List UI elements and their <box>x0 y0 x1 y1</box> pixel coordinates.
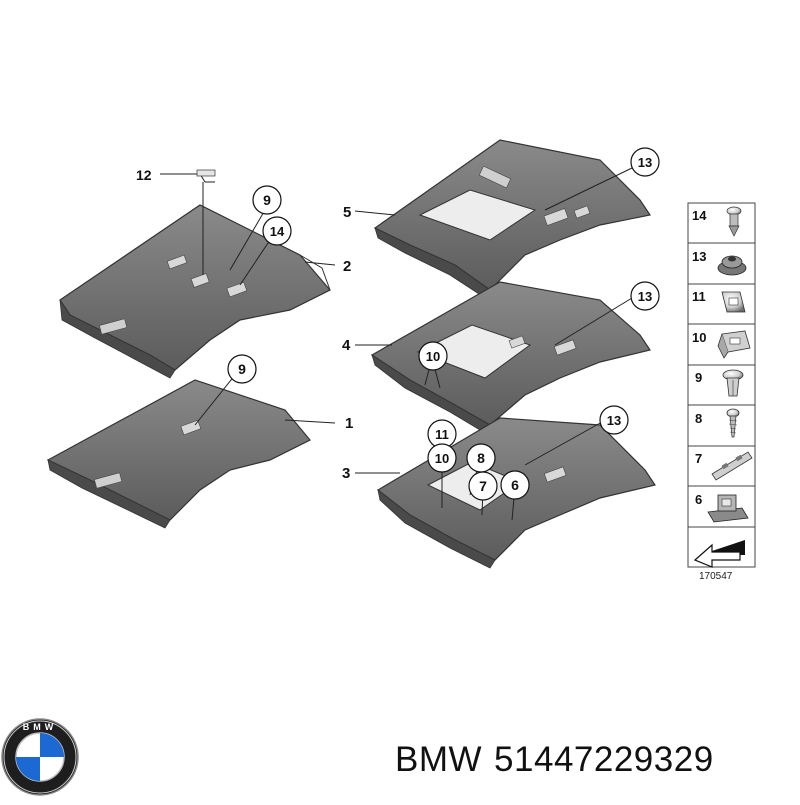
headliner-part-1 <box>46 379 311 529</box>
callout-10-mid: 10 <box>426 349 440 364</box>
callouts: 12 9 14 2 9 1 5 13 4 13 10 3 11 10 8 7 6… <box>136 147 660 501</box>
logo-lettering: BMW <box>23 722 58 732</box>
legend-num-10: 10 <box>692 330 706 345</box>
diagram-reference-number: 170547 <box>699 571 733 582</box>
legend-num-8: 8 <box>695 411 702 426</box>
legend-num-6: 6 <box>695 492 702 507</box>
callout-1: 1 <box>345 415 353 432</box>
callout-9-top: 9 <box>263 192 271 208</box>
callout-4: 4 <box>342 337 351 354</box>
callout-8: 8 <box>477 450 485 466</box>
legend-num-7: 7 <box>695 451 702 466</box>
spring-clip-icon <box>721 291 746 313</box>
part-caption: BMW 51447229329 <box>395 740 795 780</box>
bmw-logo: BMW <box>1 718 79 796</box>
headliner-part-4 <box>370 281 651 434</box>
legend-num-9: 9 <box>695 370 702 385</box>
callout-14: 14 <box>270 224 285 239</box>
clip-holder-icon <box>707 494 749 523</box>
part-number: 51447229329 <box>494 740 714 779</box>
headliner-part-2 <box>59 204 331 379</box>
callout-6: 6 <box>511 477 519 493</box>
legend-num-11: 11 <box>692 289 706 304</box>
callout-13-low: 13 <box>607 413 621 428</box>
headliner-part-5 <box>373 139 651 299</box>
callout-13-top: 13 <box>638 155 652 170</box>
callout-5: 5 <box>343 204 351 221</box>
part-12-clip <box>196 169 216 177</box>
legend-num-13: 13 <box>692 249 706 264</box>
callout-10-low: 10 <box>435 451 449 466</box>
bracket-clip-icon <box>717 330 751 359</box>
shim-arrow-icon <box>693 540 745 568</box>
grommet-nut-icon <box>717 255 747 276</box>
pushpin-clip-icon <box>726 206 742 237</box>
callout-7: 7 <box>479 478 487 494</box>
callout-11: 11 <box>435 427 449 442</box>
brand-name: BMW <box>395 740 483 779</box>
legend-num-14: 14 <box>692 208 707 223</box>
parts-legend: 14 13 11 10 9 8 7 6 <box>687 202 756 568</box>
callout-13-mid: 13 <box>638 289 652 304</box>
expansion-rivet-icon <box>722 369 744 397</box>
callout-9-mid: 9 <box>238 361 246 377</box>
callout-2: 2 <box>343 258 351 275</box>
self-tapping-screw-icon <box>726 408 740 438</box>
callout-3: 3 <box>342 465 350 482</box>
leader-lines <box>160 167 633 521</box>
callout-12: 12 <box>136 167 152 183</box>
retaining-strip-icon <box>711 451 753 481</box>
